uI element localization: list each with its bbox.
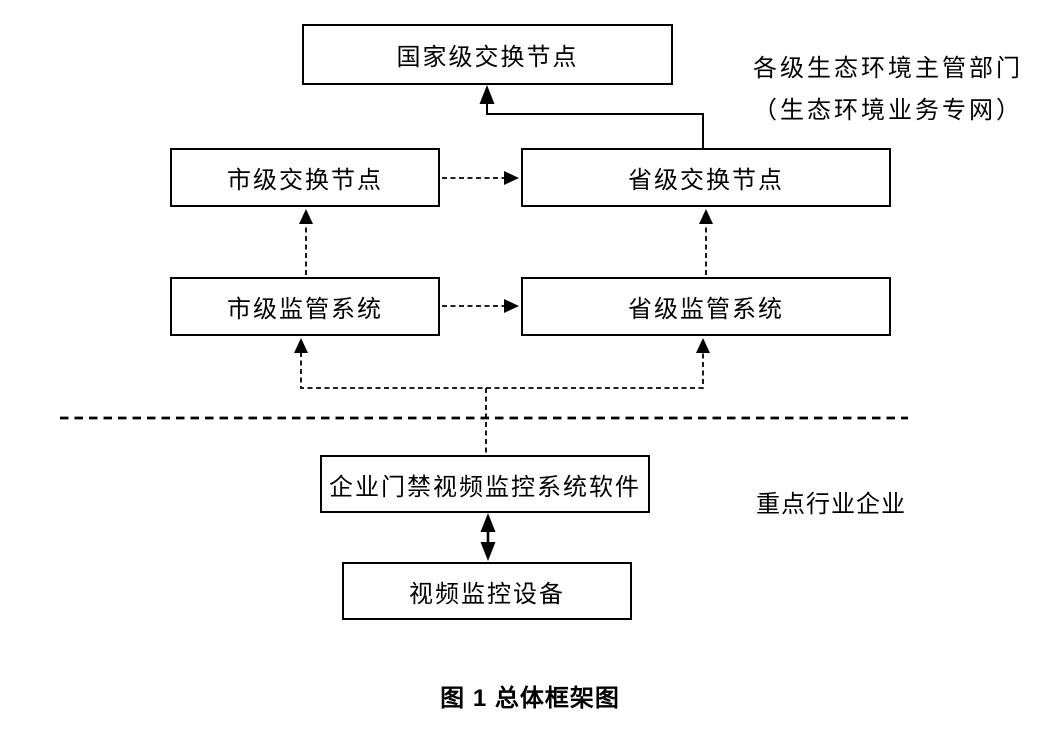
node-provincial-supervision-label: 省级监管系统 (628, 297, 784, 323)
arrowhead-up-city-exchange (299, 209, 313, 224)
arrowhead-right-provincial-exchange (504, 171, 519, 185)
arrowhead-up-provincial-exchange (699, 209, 713, 224)
node-provincial-exchange: 省级交换节点 (521, 148, 891, 207)
arrowhead-right-provincial-supervision (504, 299, 519, 313)
node-video-equipment-label: 视频监控设备 (409, 581, 565, 608)
node-national-exchange-label: 国家级交换节点 (396, 45, 579, 71)
arrowhead-up-enterprise-software (480, 513, 496, 532)
government-zone-line1: 各级生态环境主管部门 (753, 56, 1023, 82)
arrowhead-up-national (479, 85, 495, 104)
government-zone-line2: （生态环境业务专网） (753, 98, 1023, 124)
arrowhead-up-provincial-supervision (696, 338, 710, 353)
node-video-equipment: 视频监控设备 (342, 562, 632, 620)
figure-caption: 图 1 总体框架图 (440, 685, 620, 712)
arrowhead-up-city-supervision (294, 338, 308, 353)
node-national-exchange: 国家级交换节点 (302, 24, 673, 85)
edge-provincial-exchange-to-national (486, 103, 704, 148)
enterprise-zone-label: 重点行业企业 (756, 490, 906, 520)
edge-enterprise-to-supervision-elbow (300, 352, 704, 389)
node-provincial-supervision: 省级监管系统 (521, 277, 891, 336)
arrowhead-down-video-equipment (480, 542, 496, 561)
node-city-exchange: 市级交换节点 (170, 148, 440, 207)
node-provincial-exchange-label: 省级交换节点 (628, 168, 784, 194)
node-enterprise-software: 企业门禁视频监控系统软件 (320, 455, 650, 513)
government-zone-label: 各级生态环境主管部门 （生态环境业务专网） (727, 48, 1041, 132)
enterprise-zone-text: 重点行业企业 (756, 492, 906, 518)
node-city-exchange-label: 市级交换节点 (227, 168, 383, 194)
node-city-supervision: 市级监管系统 (170, 277, 440, 336)
node-enterprise-software-label: 企业门禁视频监控系统软件 (329, 474, 641, 501)
node-city-supervision-label: 市级监管系统 (227, 297, 383, 323)
